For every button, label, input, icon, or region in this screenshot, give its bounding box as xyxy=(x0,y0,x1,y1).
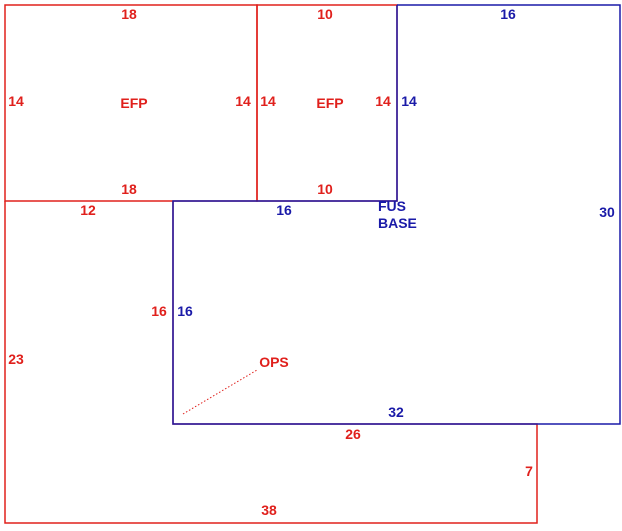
ops-name: OPS xyxy=(259,354,289,370)
efp-left-right-dimension: 14 xyxy=(235,93,251,109)
efp-left-name: EFP xyxy=(120,95,147,111)
fus-base-name-line2: BASE xyxy=(378,215,417,231)
fus-base-outline xyxy=(172,4,621,425)
efp-right-top-dimension: 10 xyxy=(317,6,333,22)
ops-leader-line xyxy=(182,369,258,415)
ops-top-dimension: 12 xyxy=(80,202,96,218)
efp-left-bottom-dimension: 18 xyxy=(121,181,137,197)
fus-base-name-line1: FUS xyxy=(378,198,406,214)
fus-base-inner-left-dimension: 16 xyxy=(177,303,193,319)
efp-right-left-dimension: 14 xyxy=(260,93,276,109)
fus-base-inner-top-dimension: 16 xyxy=(276,202,292,218)
ops-inner-left-dimension: 16 xyxy=(151,303,167,319)
efp-left-left-dimension: 14 xyxy=(8,93,24,109)
fus-base-right-dimension: 30 xyxy=(599,204,615,220)
fus-base-top-dimension: 16 xyxy=(500,6,516,22)
ops-inner-bottom-dimension: 26 xyxy=(345,426,361,442)
efp-right-name: EFP xyxy=(316,95,343,111)
efp-right-bottom-dimension: 10 xyxy=(317,181,333,197)
red-outlines xyxy=(4,4,538,524)
ops-right-dimension: 7 xyxy=(525,463,533,479)
efp-right-right-dimension: 14 xyxy=(375,93,391,109)
fus-base-bottom-dimension: 32 xyxy=(388,404,404,420)
ops-bottom-dimension: 38 xyxy=(261,502,277,518)
fus-base-left-dimension: 14 xyxy=(401,93,417,109)
efp-left-top-dimension: 18 xyxy=(121,6,137,22)
ops-left-dimension: 23 xyxy=(8,351,24,367)
blue-outlines xyxy=(172,4,621,425)
